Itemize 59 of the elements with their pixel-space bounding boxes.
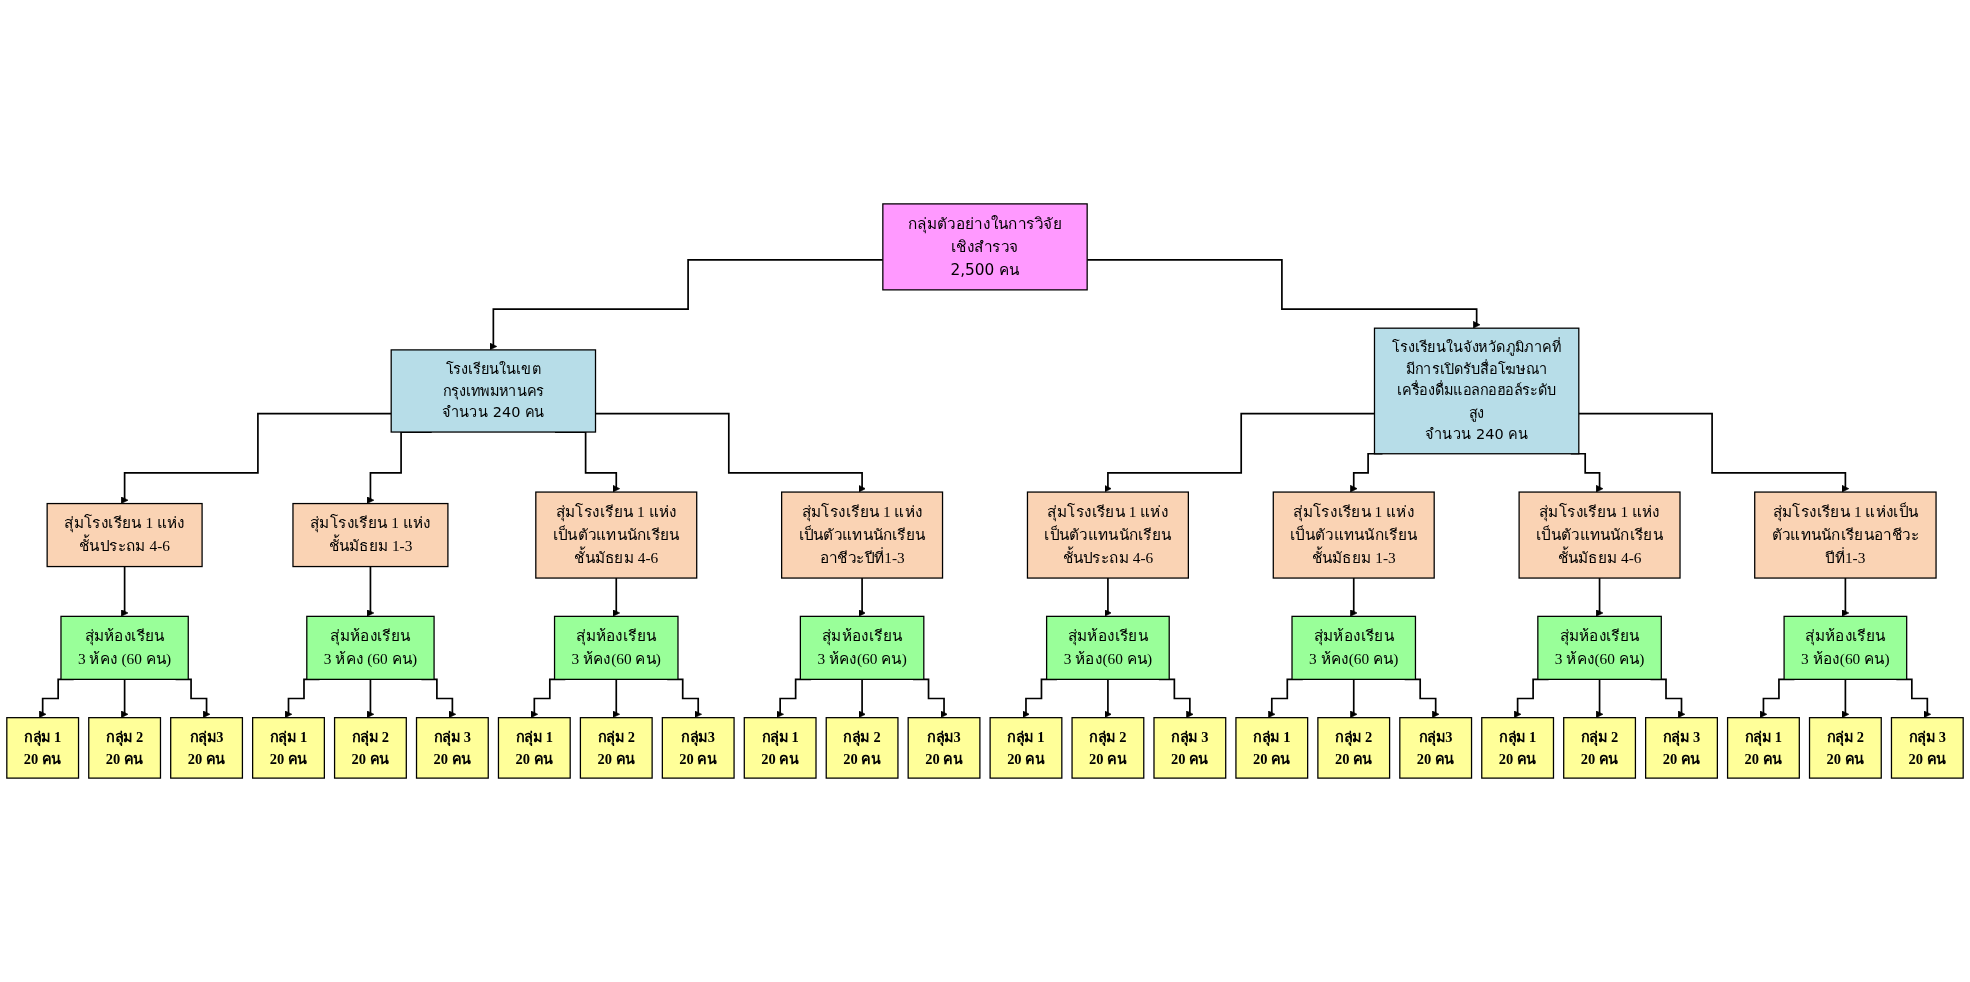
node-box: กลุ่ม 1 20 คน [252,717,325,779]
node-box: กลุ่ม 1 20 คน [1481,717,1555,779]
node-box: สุ่มโรงเรียน 1 แห่ง เป็นตัวแทนนักเรียน ชั้นประถม 4-6 [1026,491,1189,579]
node-box: กลุ่ม 2 20 คน [88,717,162,779]
arrow [1841,678,1850,718]
node-box: สุ่มห้องเรียน 3 ห้คง(60 คน) [1291,615,1417,680]
arrow [858,577,866,617]
arrow [858,678,866,718]
node-box: สุ่มห้องเรียน 3 ห้คง(60 คน) [1537,615,1662,680]
arrow [1841,577,1850,617]
node-box: กลุ่ม 2 20 คน [333,717,407,779]
node-box: กลุ่ม 2 20 คน [579,717,653,779]
node-box: กลุ่ม 3 20 คน [1153,717,1227,779]
node-box: กลุ่ม 2 20 คน [1317,717,1391,779]
arrow [1104,577,1112,617]
node-box: กลุ่ม 2 20 คน [1563,717,1637,779]
arrow [1595,678,1604,718]
node-box: สุ่มห้องเรียน 3 ห้คง(60 คน) [799,615,925,680]
node-box: กลุ่ม 2 20 คน [825,717,899,779]
node-box: กลุ่ม 3 20 คน [1645,717,1718,779]
node-box: โรงเรียนในจังหวัดภูมิภาคที่มีการเปิดรับสื่อโฆษณาเครื่องดื่มแอลกอฮอล์ระดับสูง จำนวน 240 คน [1373,327,1580,455]
node-box: กลุ่ม 3 20 คน [415,717,489,779]
arrow [1350,577,1358,617]
node-box: สุ่มห้องเรียน 3 ห้คง (60 คน) [60,615,189,680]
node-box: สุ่มห้องเรียน 3 ห้อง(60 คน) [1783,615,1908,680]
arrow [612,678,620,718]
node-box: โรงเรียนในเขตกรุงเทพมหานคร จำนวน 240 คน [390,349,597,433]
node-box: สุ่มห้องเรียน 3 ห้อง(60 คน) [1045,615,1170,680]
node-box: กลุ่ม 1 20 คน [1726,717,1800,779]
arrow [1595,577,1604,617]
node-box: สุ่มโรงเรียน 1 แห่ง เป็นตัวแทนนักเรียน อาชีวะปีที่1-3 [781,491,944,579]
arrow [120,565,129,617]
arrow [120,678,129,718]
node-box: สุ่มโรงเรียน 1 แห่ง ชั้นมัธยม 1-3 [292,502,449,568]
node-box: กลุ่ม3 20 คน [1399,717,1473,779]
node-box: สุ่มโรงเรียน 1 แห่ง ชั้นประถม 4-6 [46,502,203,568]
node-box: กลุ่ม 2 20 คน [1808,717,1882,779]
node-box: สุ่มโรงเรียน 1 แห่งเป็น ตัวแทนนักเรียนอาชีวะ ปีที่1-3 [1754,491,1937,579]
node-box: กลุ่ม 3 20 คน [1890,717,1964,779]
node-box: สุ่มห้องเรียน 3 ห้คง(60 คน) [553,615,679,680]
arrow [366,678,375,718]
arrow [612,577,620,617]
node-box: สุ่มห้องเรียน 3 ห้คง (60 คน) [306,615,435,680]
node-box: กลุ่มตัวอย่างในการวิจัยเชิงสำรวจ 2,500 คน [882,203,1088,291]
node-box: สุ่มโรงเรียน 1 แห่ง เป็นตัวแทนนักเรียน ชั้นมัธยม 4-6 [1518,491,1681,579]
node-box: กลุ่ม3 20 คน [907,717,981,779]
node-box: กลุ่ม 1 20 คน [1235,717,1309,779]
arrow [366,565,375,617]
node-box: กลุ่ม 1 20 คน [743,717,817,779]
node-box: กลุ่ม3 20 คน [661,717,735,779]
arrow [1104,678,1112,718]
node-box: สุ่มโรงเรียน 1 แห่ง เป็นตัวแทนนักเรียน ชั้นมัธยม 1-3 [1272,491,1435,579]
node-box: กลุ่ม 1 20 คน [6,717,80,779]
node-box: กลุ่ม 1 20 คน [497,717,571,779]
node-box: กลุ่ม 2 20 คน [1071,717,1145,779]
arrow [1350,678,1358,718]
node-box: กลุ่ม 1 20 คน [989,717,1063,779]
node-box: สุ่มโรงเรียน 1 แห่ง เป็นตัวแทนนักเรียน ชั้นมัธยม 4-6 [535,491,698,579]
node-box: กลุ่ม3 20 คน [170,717,244,779]
